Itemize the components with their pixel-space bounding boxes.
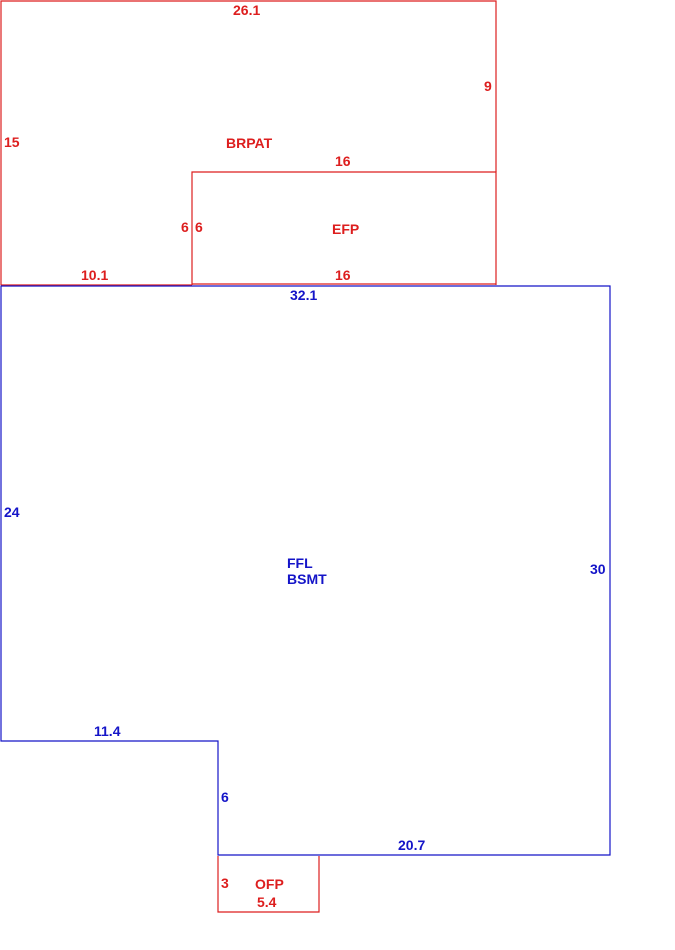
ofp-dim-bottom: 5.4 (257, 894, 277, 910)
main-area-name-line-1: FFL (287, 555, 313, 571)
brpat-dim-bottom: 10.1 (81, 267, 109, 283)
main-dim-right: 30 (590, 561, 606, 577)
main-area-outline (0, 285, 611, 856)
efp-outline (191, 171, 497, 285)
main-dim-step: 6 (221, 789, 229, 805)
brpat-dim-top: 26.1 (233, 2, 261, 18)
efp-dim-top: 16 (335, 153, 351, 169)
brpat-name: BRPAT (226, 135, 273, 151)
main-area-name: FFL BSMT (287, 555, 327, 587)
main-area-name-line-2: BSMT (287, 571, 327, 587)
main-dim-top: 32.1 (290, 287, 318, 303)
ofp-name: OFP (255, 876, 284, 892)
main-dim-left: 24 (4, 504, 20, 520)
efp-dim-left: 6 (195, 219, 203, 235)
main-dim-bottom: 20.7 (398, 837, 426, 853)
brpat-dim-inner: 6 (181, 219, 189, 235)
brpat-dim-right: 9 (484, 78, 492, 94)
ofp-dim-left: 3 (221, 875, 229, 891)
efp-dim-bottom: 16 (335, 267, 351, 283)
efp-name: EFP (332, 221, 360, 237)
ofp-outline (217, 856, 320, 913)
brpat-outline (0, 0, 497, 285)
main-dim-lower-left: 11.4 (94, 723, 121, 739)
brpat-dim-left: 15 (4, 134, 20, 150)
